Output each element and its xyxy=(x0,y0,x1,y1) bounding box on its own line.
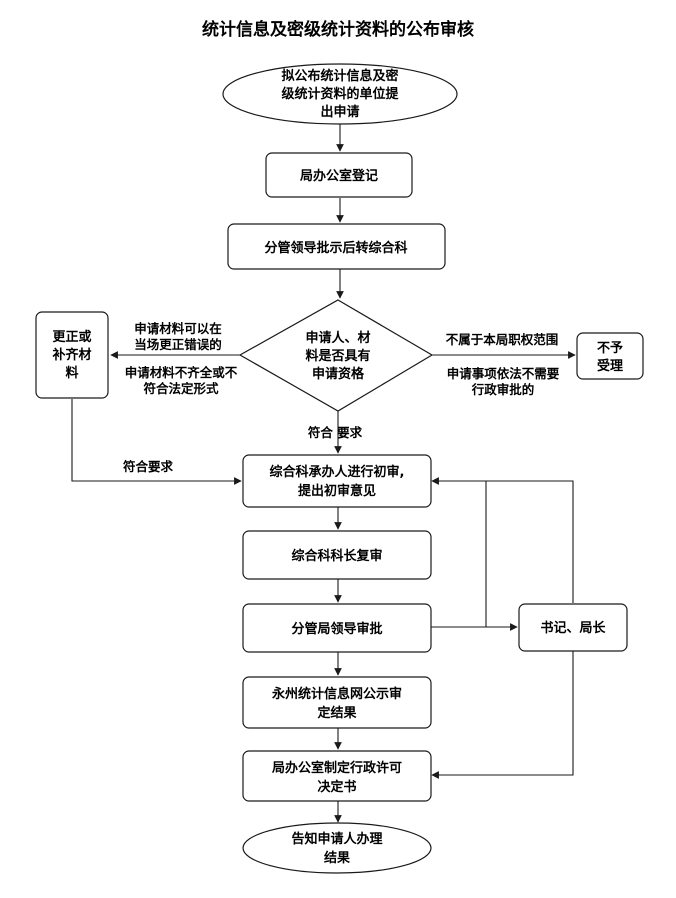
node-leader-approve-label: 分管局领导审批 xyxy=(291,621,382,637)
node-start-line-2: 级统计资料的单位提 xyxy=(281,86,399,102)
node-supplement-line-2: 补齐材 xyxy=(51,347,91,363)
node-start-line-1: 拟公布统计信息及密 xyxy=(281,68,398,84)
node-publish-line-1: 永州统计信息网公示审 xyxy=(271,686,402,702)
node-leader-approve: 分管局领导审批 xyxy=(242,603,432,653)
edge-labels: 申请材料可以在 当场更正错误的 申请材料不齐全或不 符合法定形式 不属于本局职权… xyxy=(123,321,560,474)
label-meets-requirement-2: 符合要求 xyxy=(123,459,174,474)
node-register-label: 局办公室登记 xyxy=(300,168,378,184)
node-publish: 永州统计信息网公示审 定结果 xyxy=(242,676,432,729)
node-chief-review-label: 综合科科长复审 xyxy=(291,548,382,564)
node-register: 局办公室登记 xyxy=(265,152,413,198)
node-check-line-1: 申请人、材 xyxy=(305,330,370,346)
label-right-bottom-line-1: 申请事项依法不需要 xyxy=(447,366,560,381)
node-supplement-line-1: 更正或 xyxy=(52,329,91,345)
node-notify-line-2: 结果 xyxy=(324,850,350,866)
node-reject: 不予 受理 xyxy=(576,332,644,380)
node-first-review-line-1: 综合科承办人进行初审, xyxy=(270,464,405,480)
label-left-bottom-line-1: 申请材料不齐全或不 xyxy=(125,365,238,380)
node-decision-line-1: 局办公室制定行政许可 xyxy=(272,760,402,776)
edge-secretary-decision xyxy=(431,651,574,779)
label-meets-requirement-1: 符合 要求 xyxy=(308,425,363,440)
label-left-top-line-2: 当场更正错误的 xyxy=(134,337,222,352)
node-reject-line-2: 受理 xyxy=(597,358,623,374)
node-secretary: 书记、局长 xyxy=(518,603,628,652)
edge-leader-back-first xyxy=(431,477,487,628)
node-notify: 告知申请人办理 结果 xyxy=(242,822,432,874)
node-chief-review: 综合科科长复审 xyxy=(242,530,432,580)
node-leader-forward: 分管领导批示后转综合科 xyxy=(227,223,446,270)
node-check: 申请人、材 料是否具有 申请资格 xyxy=(238,299,434,412)
node-start: 拟公布统计信息及密 级统计资料的单位提 出申请 xyxy=(222,63,458,125)
node-start-line-3: 出申请 xyxy=(320,104,359,120)
node-first-review: 综合科承办人进行初审, 提出初审意见 xyxy=(242,454,432,508)
node-secretary-label: 书记、局长 xyxy=(540,620,606,636)
label-left-bottom-line-2: 符合法定形式 xyxy=(143,381,219,396)
node-supplement-line-3: 料 xyxy=(65,365,78,381)
page-title: 统计信息及密级统计资料的公布审核 xyxy=(202,19,474,40)
node-leader-forward-label: 分管领导批示后转综合科 xyxy=(264,240,407,256)
node-reject-line-1: 不予 xyxy=(597,341,623,356)
label-left-top-line-1: 申请材料可以在 xyxy=(134,321,222,336)
connectors xyxy=(71,124,576,823)
node-publish-line-2: 定结果 xyxy=(316,705,356,721)
node-first-review-line-2: 提出初审意见 xyxy=(298,483,376,499)
node-decision-line-2: 决定书 xyxy=(317,779,356,795)
edge-supplement-first-review xyxy=(71,399,242,485)
node-supplement: 更正或 补齐材 料 xyxy=(35,311,109,399)
node-check-line-3: 申请资格 xyxy=(312,366,365,382)
node-check-line-2: 料是否具有 xyxy=(305,348,370,364)
edge-secretary-back-first xyxy=(486,480,574,603)
node-notify-line-1: 告知申请人办理 xyxy=(291,831,382,847)
label-right-bottom-line-2: 行政审批的 xyxy=(471,382,535,397)
label-right-top: 不属于本局职权范围 xyxy=(446,332,559,347)
node-decision: 局办公室制定行政许可 决定书 xyxy=(242,750,432,802)
